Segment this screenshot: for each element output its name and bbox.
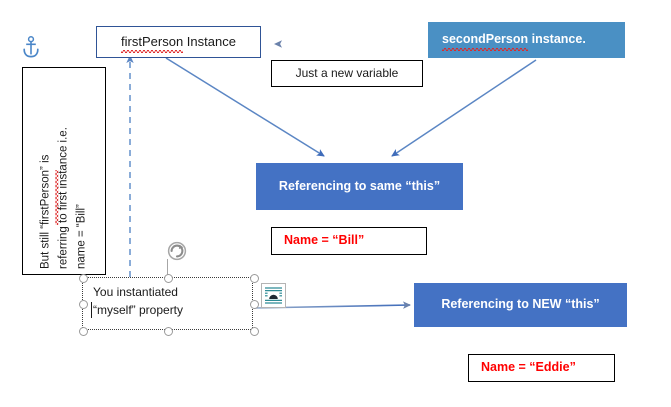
resize-handle-top-right[interactable]: [249, 273, 259, 283]
just-a-new-variable-box[interactable]: Just a new variable: [271, 60, 423, 87]
name-eddie-label: Name = “Eddie”: [481, 360, 576, 375]
selected-textbox[interactable]: You instantiated “myself” property: [78, 273, 259, 336]
resize-handle-bottom-center[interactable]: [164, 326, 173, 336]
misspelled-word-firstperson: firstPerson: [121, 33, 184, 54]
just-a-new-variable-label: Just a new variable: [295, 66, 399, 80]
second-person-instance-label: secondPerson instance.: [442, 32, 586, 51]
selected-textbox-line-1: You instantiated: [93, 285, 178, 299]
referencing-to-same-this-label: Referencing to same “this”: [278, 178, 441, 193]
misspelled-word-firstperson-note: firstPerson: [37, 170, 55, 225]
first-person-instance-label: firstPerson Instance: [121, 33, 236, 54]
rotated-note-line-1: But still “firstPerson” is: [37, 73, 55, 269]
rotate-handle-icon[interactable]: [167, 241, 187, 261]
resize-handle-middle-left[interactable]: [78, 300, 88, 309]
resize-handle-top-center[interactable]: [164, 273, 173, 283]
resize-handle-bottom-left[interactable]: [78, 326, 88, 336]
referencing-to-same-this-box[interactable]: Referencing to same “this”: [256, 163, 463, 210]
text-caret: [91, 302, 92, 318]
rotated-note-line-3: name = “Bill”: [74, 204, 87, 269]
rotated-note-text: But still “firstPerson” is referring to …: [37, 73, 90, 269]
resize-handle-top-left[interactable]: [78, 273, 88, 283]
rotated-note-line1-prefix: But still “: [39, 224, 52, 269]
rotate-handle-stem: [167, 259, 168, 278]
rotated-note-box[interactable]: But still “firstPerson” is referring to …: [22, 67, 106, 275]
layout-options-button[interactable]: [261, 283, 286, 308]
first-person-label-suffix: Instance: [183, 33, 236, 49]
selected-textbox-text: You instantiated “myself” property: [93, 283, 248, 319]
rotated-note-line1-suffix: ” is: [39, 154, 52, 170]
resize-handle-middle-right[interactable]: [249, 300, 259, 309]
referencing-to-new-this-box[interactable]: Referencing to NEW “this”: [414, 283, 627, 327]
name-eddie-box[interactable]: Name = “Eddie”: [468, 354, 615, 382]
first-person-instance-box[interactable]: firstPerson Instance: [96, 26, 261, 58]
layout-options-icon: [265, 287, 282, 304]
name-bill-label: Name = “Bill”: [284, 233, 365, 248]
referencing-to-new-this-label: Referencing to NEW “this”: [441, 297, 600, 312]
second-person-label-suffix: instance.: [528, 32, 586, 47]
anchor-icon: [23, 36, 39, 58]
misspelled-word-secondperson: secondPerson: [442, 32, 529, 51]
resize-handle-bottom-right[interactable]: [249, 326, 259, 336]
name-bill-box[interactable]: Name = “Bill”: [271, 227, 427, 255]
second-person-instance-box[interactable]: secondPerson instance.: [428, 22, 625, 58]
selected-textbox-line-2: “myself” property: [93, 303, 184, 317]
